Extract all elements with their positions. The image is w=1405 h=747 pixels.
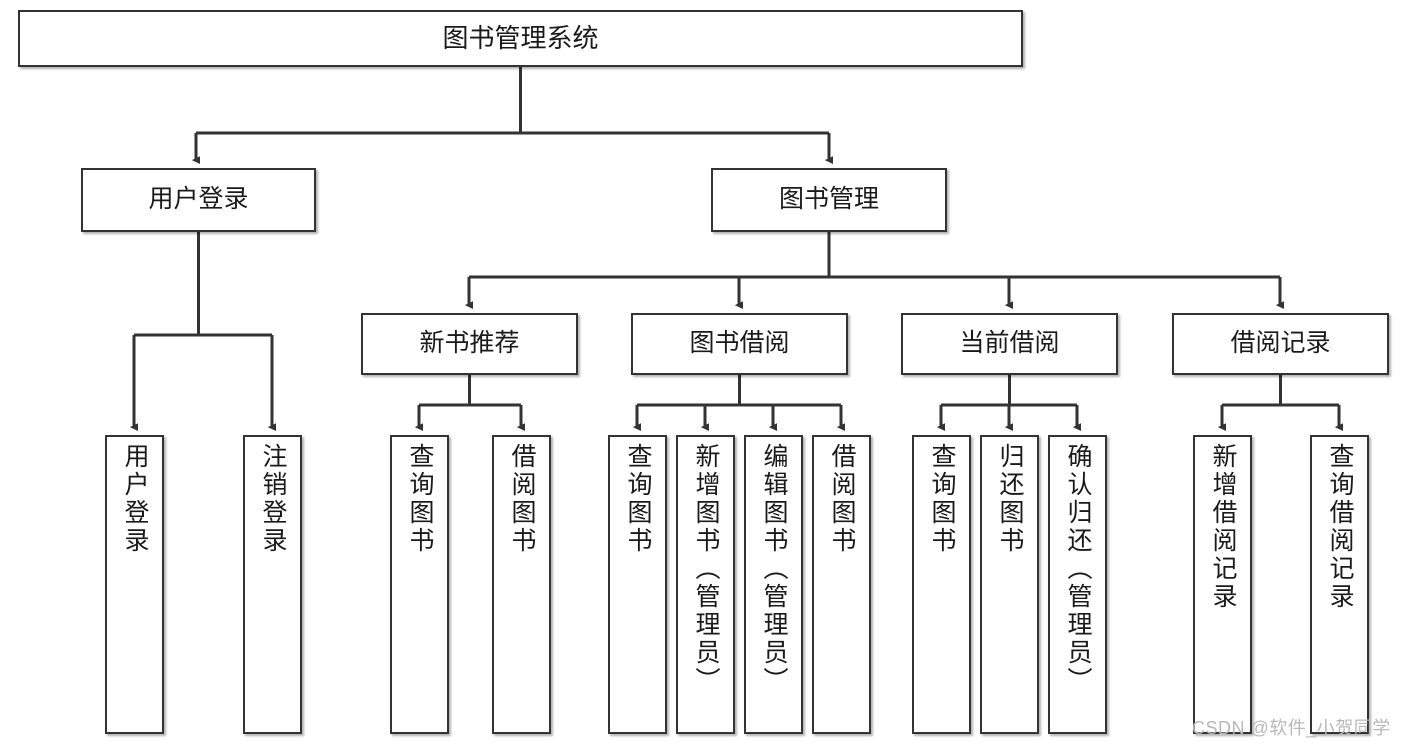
node-user-login[interactable]: 用户登录 [81, 168, 316, 232]
node-leaf-user-login[interactable]: 用户登录 [105, 435, 164, 734]
node-leaf-edit-book-admin[interactable]: 编辑图书（管理员） [744, 435, 803, 734]
node-borrow-record[interactable]: 借阅记录 [1172, 313, 1389, 375]
node-label: 归还图书 [996, 443, 1024, 555]
node-label: 图书管理 [778, 185, 879, 214]
node-label: 查询图书 [406, 443, 434, 555]
node-leaf-add-book-admin[interactable]: 新增图书（管理员） [676, 435, 735, 734]
node-leaf-logout[interactable]: 注销登录 [243, 435, 302, 734]
node-label: 查询借阅记录 [1326, 443, 1354, 611]
node-leaf-confirm-return-admin[interactable]: 确认归还（管理员） [1048, 435, 1107, 734]
node-label: 用户登录 [148, 185, 249, 214]
node-book-management[interactable]: 图书管理 [711, 168, 947, 232]
node-label: 新书推荐 [419, 329, 520, 358]
node-label: 查询图书 [928, 443, 956, 555]
node-leaf-query-book-borrow[interactable]: 查询图书 [608, 435, 667, 734]
node-label: 图书管理系统 [442, 23, 599, 54]
node-label: 借阅图书 [828, 443, 856, 555]
node-label: 用户登录 [121, 443, 149, 555]
node-new-book-recommendation[interactable]: 新书推荐 [361, 313, 578, 375]
node-label: 编辑图书（管理员） [760, 443, 788, 695]
node-book-borrow[interactable]: 图书借阅 [631, 313, 848, 375]
node-leaf-query-borrow-record[interactable]: 查询借阅记录 [1310, 435, 1369, 734]
node-leaf-query-book-rec[interactable]: 查询图书 [390, 435, 449, 734]
node-leaf-return-book[interactable]: 归还图书 [980, 435, 1039, 734]
node-root-system[interactable]: 图书管理系统 [18, 10, 1023, 67]
node-leaf-borrow-book[interactable]: 借阅图书 [812, 435, 871, 734]
node-label: 借阅记录 [1230, 329, 1331, 358]
csdn-watermark: CSDN @软件_小贺同学 [1192, 718, 1391, 738]
node-label: 借阅图书 [508, 443, 536, 555]
node-label: 新增图书（管理员） [692, 443, 720, 695]
node-label: 查询图书 [624, 443, 652, 555]
node-leaf-add-borrow-record[interactable]: 新增借阅记录 [1193, 435, 1252, 734]
node-leaf-borrow-book-rec[interactable]: 借阅图书 [492, 435, 551, 734]
node-label: 新增借阅记录 [1209, 443, 1237, 611]
node-label: 图书借阅 [689, 329, 790, 358]
node-leaf-query-book-current[interactable]: 查询图书 [912, 435, 971, 734]
node-current-borrow[interactable]: 当前借阅 [901, 313, 1118, 375]
node-label: 确认归还（管理员） [1064, 443, 1092, 695]
node-label: 当前借阅 [959, 329, 1060, 358]
node-label: 注销登录 [259, 443, 287, 555]
